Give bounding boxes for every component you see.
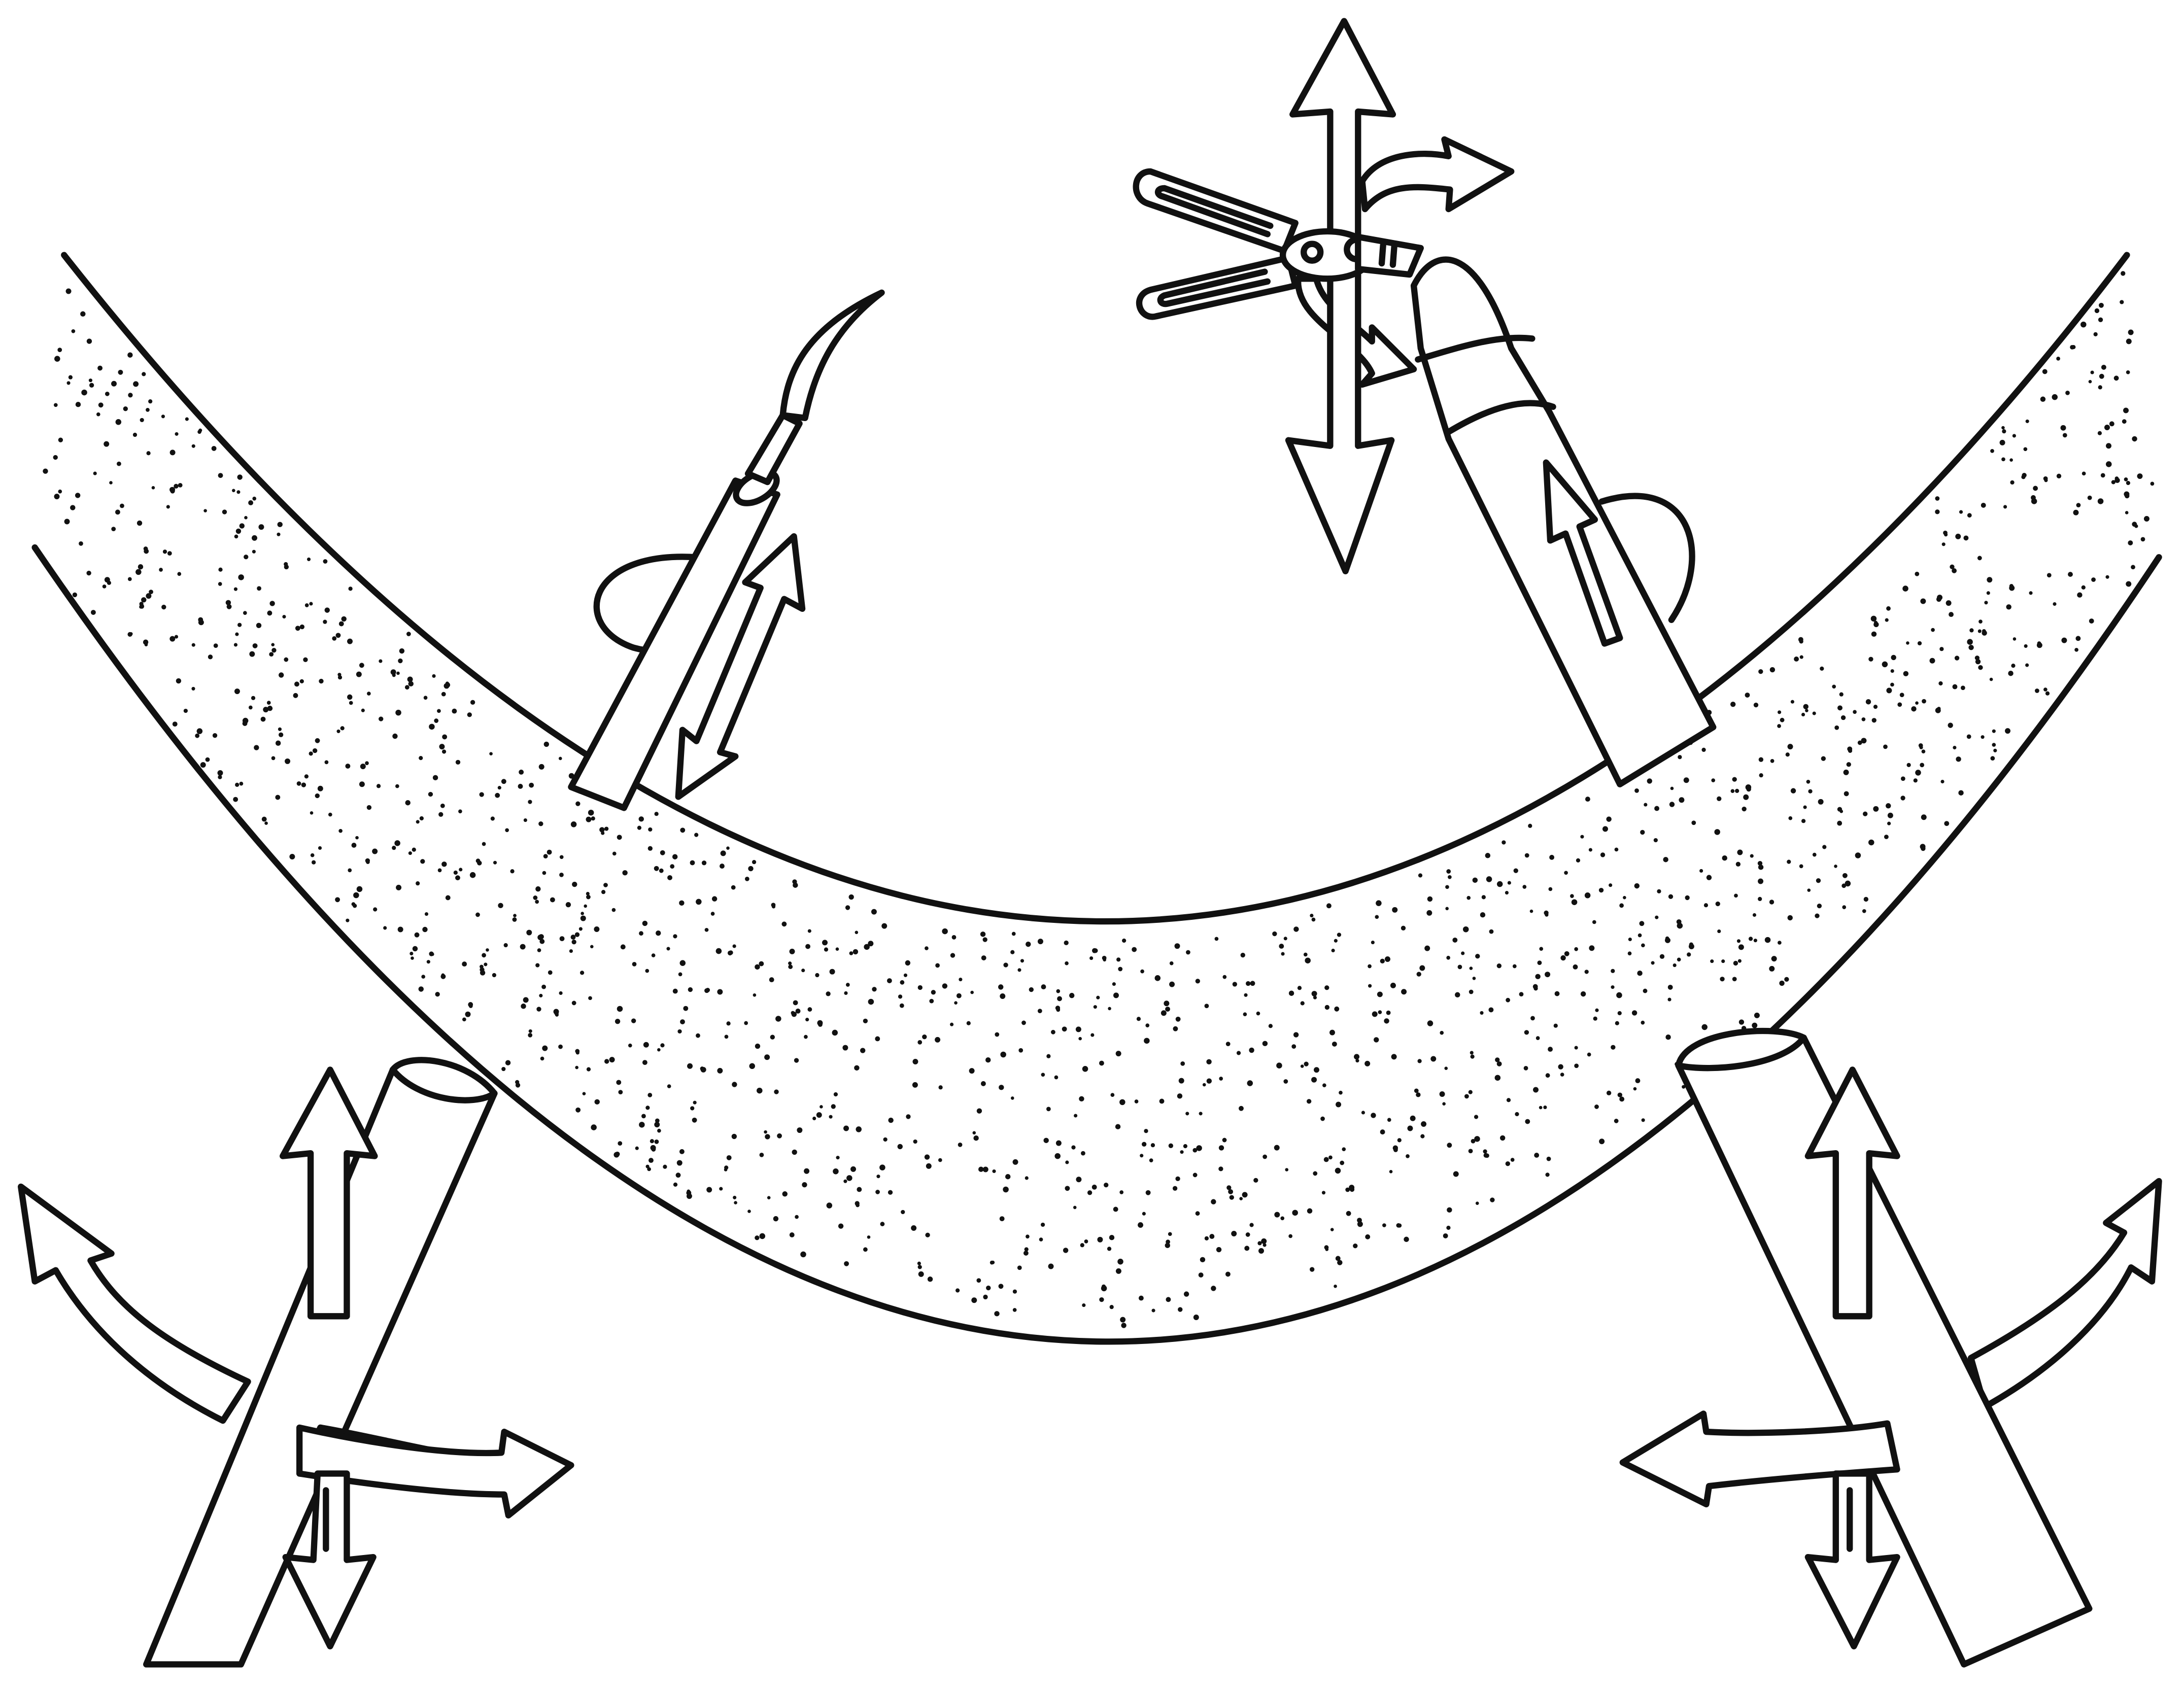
right-trocar-top-edge	[1675, 1034, 1807, 1072]
abdominal-wall	[31, 252, 2162, 1345]
grasper-handle-upper-slot	[1154, 185, 1274, 237]
grasper-handle-lower	[1136, 254, 1299, 320]
left-swing-arrow-icon	[17, 1183, 251, 1424]
grasper-loop	[1598, 493, 1695, 624]
right-down-arrow-icon	[1804, 1470, 1900, 1649]
left-trocar	[17, 1057, 574, 1668]
left-trocar-top-edge	[389, 1066, 498, 1103]
stipple-texture	[43, 271, 2155, 1328]
left-up-arrow-icon	[280, 1066, 378, 1320]
needle-neck	[744, 412, 803, 486]
grasper-handle-upper	[1133, 168, 1299, 254]
grasper-handle-lower-slot	[1157, 268, 1271, 307]
grasper-shaft-band-1	[1415, 334, 1535, 363]
abdominal-wall-outer-edge	[31, 544, 2162, 1345]
grasper-pivot	[1301, 240, 1324, 264]
needle-axial-arrow-icon	[675, 533, 806, 800]
grasper-jaw	[1355, 233, 1424, 278]
grasper-shaft-band-2	[1445, 400, 1556, 435]
right-swing-arrow-icon	[1967, 1178, 2162, 1410]
grasper-swing-arrow-icon	[1359, 136, 1515, 213]
left-rotate-arrow-icon	[296, 1424, 574, 1519]
right-up-arrow-icon	[1804, 1066, 1900, 1320]
right-trocar	[1619, 1027, 2162, 1668]
curved-needle-instrument	[568, 289, 885, 811]
grasper-push-arrow-icon	[1543, 459, 1623, 647]
left-down-arrow-icon	[282, 1470, 377, 1649]
grasper-vertical-arrow-icon	[1285, 18, 1396, 574]
scissor-grasper-instrument	[1133, 18, 1717, 787]
grasper-jaw-teeth	[1378, 242, 1397, 268]
needle-shaft	[568, 477, 780, 811]
abdominal-wall-inner-edge	[61, 252, 2130, 925]
curved-needle-icon	[779, 289, 885, 421]
